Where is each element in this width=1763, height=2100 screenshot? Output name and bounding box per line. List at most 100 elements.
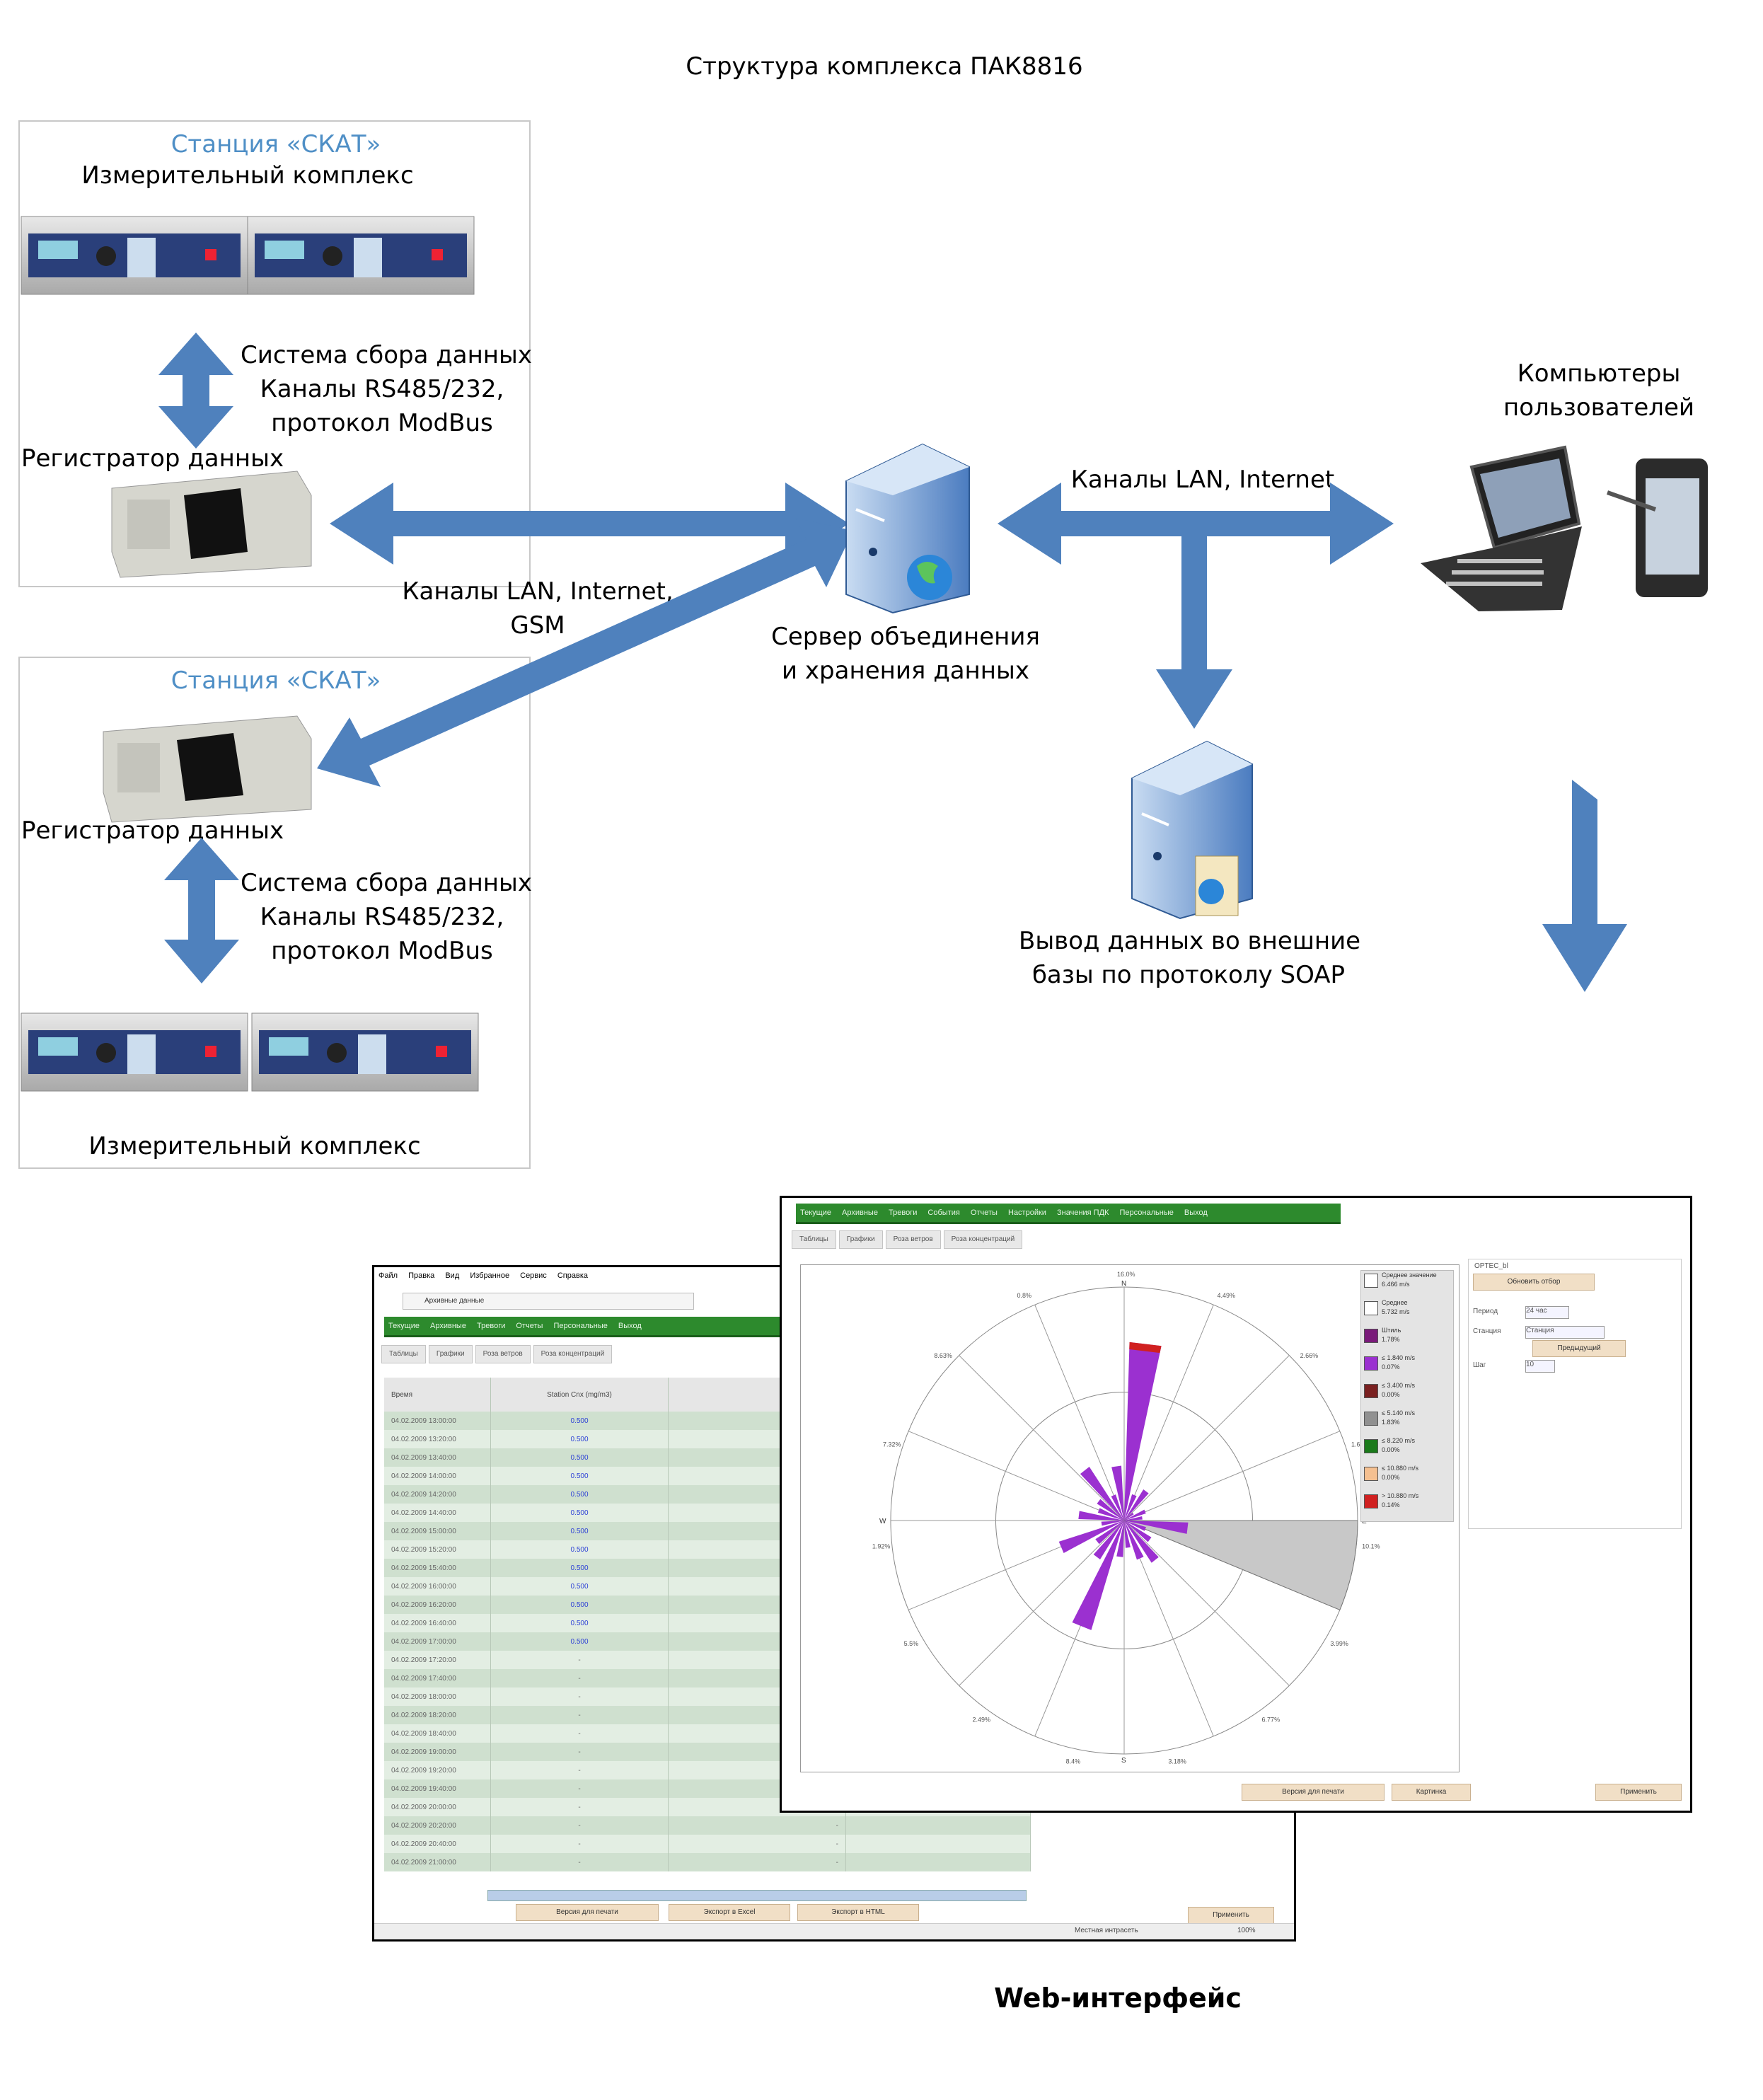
nav-current[interactable]: Текущие <box>388 1322 420 1330</box>
cell-time: 04.02.2009 15:40:00 <box>384 1559 491 1577</box>
nav-archive[interactable]: Архивные <box>430 1322 466 1330</box>
registrar-device-1 <box>111 471 312 578</box>
status-bar: Местная интрасеть 100% <box>374 1923 1294 1939</box>
rose-compass-label: S <box>1121 1757 1126 1765</box>
rose-nav-events[interactable]: События <box>927 1208 960 1217</box>
menu-tools[interactable]: Сервис <box>520 1271 547 1280</box>
web-interface-caption: Web-интерфейс <box>994 1983 1242 2014</box>
station-2-system-line-3: протокол ModBus <box>271 937 493 965</box>
table-hscrollbar[interactable] <box>487 1890 1027 1901</box>
rose-ring-label: 16.0% <box>1117 1271 1135 1278</box>
rose-nav-archive[interactable]: Архивные <box>842 1208 878 1217</box>
rose-ring-label: 1.68% <box>1351 1441 1370 1448</box>
rose-petal <box>1124 1489 1149 1521</box>
menu-favorites[interactable]: Избранное <box>470 1271 510 1280</box>
soap-label-line-2: базы по протоколу SOAP <box>1031 961 1346 989</box>
cell-time: 04.02.2009 15:20:00 <box>384 1540 491 1559</box>
lan-internet-label: Каналы LAN, Internet <box>1070 466 1335 494</box>
legend-label: Среднее значение <box>1382 1271 1437 1279</box>
cell-time: 04.02.2009 19:40:00 <box>384 1779 491 1798</box>
col-cnx[interactable]: Station Cnx (mg/m3) <box>490 1378 669 1412</box>
print-version-button[interactable]: Версия для печати <box>516 1904 659 1921</box>
rose-petal <box>1095 1521 1124 1545</box>
page-title: Структура комплекса ПАК8816 <box>686 52 1083 81</box>
rose-petal <box>1124 1342 1162 1521</box>
browser-address-bar[interactable]: Архивные данные <box>403 1293 694 1310</box>
tab-conc-rose[interactable]: Роза концентраций <box>533 1345 613 1363</box>
tab-graphs[interactable]: Графики <box>428 1345 473 1363</box>
export-html-button[interactable]: Экспорт в HTML <box>797 1904 919 1921</box>
nav-reports[interactable]: Отчеты <box>516 1322 543 1330</box>
rose-nav-current[interactable]: Текущие <box>800 1208 831 1217</box>
legend-label: ≤ 3.400 m/s <box>1382 1382 1415 1389</box>
status-zone: Местная интрасеть <box>1075 1927 1138 1934</box>
cell-time: 04.02.2009 13:40:00 <box>384 1448 491 1467</box>
tab-tables[interactable]: Таблицы <box>381 1345 426 1363</box>
server-station-2-arrow <box>317 518 853 787</box>
rose-tab-wind-rose[interactable]: Роза ветров <box>885 1230 941 1249</box>
rose-spoke <box>959 1520 1125 1686</box>
cell-time: 04.02.2009 14:40:00 <box>384 1504 491 1522</box>
rose-nav-pdk[interactable]: Значения ПДК <box>1057 1208 1109 1217</box>
menu-file[interactable]: Файл <box>378 1271 398 1280</box>
cell-cnx: - <box>490 1651 669 1669</box>
users-label-line-2: пользователей <box>1503 393 1695 422</box>
tab-wind-rose[interactable]: Роза ветров <box>475 1345 531 1363</box>
table-apply-button[interactable]: Применить <box>1188 1907 1274 1924</box>
side-title: OPTEC_bl <box>1474 1262 1508 1270</box>
server-label-line-2: и хранения данных <box>782 657 1029 685</box>
side-field-period-value[interactable]: 24 час <box>1525 1306 1569 1319</box>
nav-alarms[interactable]: Тревоги <box>477 1322 506 1330</box>
legend-value: 0.14% <box>1382 1501 1400 1508</box>
rose-spoke <box>908 1431 1125 1521</box>
rose-nav-reports[interactable]: Отчеты <box>970 1208 998 1217</box>
rose-nav-settings[interactable]: Настройки <box>1008 1208 1046 1217</box>
registrar-device-2 <box>103 715 312 823</box>
menu-edit[interactable]: Правка <box>408 1271 435 1280</box>
wind-rose-chart: NESW16.0%4.49%2.66%1.68%10.1%3.99%6.77%3… <box>872 1271 1380 1765</box>
nav-personal[interactable]: Персональные <box>553 1322 608 1330</box>
export-excel-button[interactable]: Экспорт в Excel <box>669 1904 790 1921</box>
station-1-system-line-2: Каналы RS485/232, <box>260 375 504 403</box>
nav-exit[interactable]: Выход <box>618 1322 642 1330</box>
rose-nav-personal[interactable]: Персональные <box>1119 1208 1174 1217</box>
rose-petal <box>1097 1499 1124 1521</box>
rose-petal <box>1124 1494 1137 1521</box>
rose-petal <box>1124 1521 1159 1563</box>
cell-cnx: - <box>490 1761 669 1779</box>
status-zoom[interactable]: 100% <box>1237 1927 1256 1934</box>
browser-menu: Файл Правка Вид Избранное Сервис Справка <box>374 1271 1294 1290</box>
side-field-step-value[interactable]: 10 <box>1525 1360 1555 1373</box>
side-field-station-value[interactable]: Станция <box>1525 1326 1605 1339</box>
cell-time: 04.02.2009 18:40:00 <box>384 1724 491 1743</box>
menu-view[interactable]: Вид <box>445 1271 460 1280</box>
rose-apply-button[interactable]: Применить <box>1595 1784 1682 1801</box>
cell-cnx: - <box>490 1816 669 1835</box>
legend-value: 1.78% <box>1382 1336 1400 1343</box>
table-row[interactable]: 04.02.2009 20:20:00-- <box>384 1816 1031 1835</box>
rose-print-version-button[interactable]: Версия для печати <box>1242 1784 1385 1801</box>
previous-button[interactable]: Предыдущий <box>1532 1340 1626 1357</box>
rose-picture-button[interactable]: Картинка <box>1392 1784 1471 1801</box>
rose-petal <box>1116 1521 1124 1557</box>
rose-tab-tables[interactable]: Таблицы <box>792 1230 836 1249</box>
menu-help[interactable]: Справка <box>557 1271 589 1280</box>
rose-nav-alarms[interactable]: Тревоги <box>889 1208 918 1217</box>
table-row[interactable]: 04.02.2009 21:00:00-- <box>384 1853 1031 1871</box>
col-time[interactable]: Время <box>384 1378 491 1412</box>
station-2-measuring-label: Измерительный комплекс <box>88 1132 421 1160</box>
cell-cnx: - <box>490 1835 669 1853</box>
refresh-selection-button[interactable]: Обновить отбор <box>1473 1274 1595 1291</box>
rose-ring-label: 8.4% <box>1066 1758 1081 1765</box>
table-row[interactable]: 04.02.2009 20:40:00-- <box>384 1835 1031 1853</box>
rose-nav-exit[interactable]: Выход <box>1184 1208 1208 1217</box>
rose-petal <box>1124 1512 1134 1521</box>
rose-tab-graphs[interactable]: Графики <box>838 1230 883 1249</box>
rose-petal <box>1072 1521 1124 1630</box>
rose-ring-label: 7.32% <box>883 1441 901 1448</box>
rose-tab-conc-rose[interactable]: Роза концентраций <box>943 1230 1023 1249</box>
